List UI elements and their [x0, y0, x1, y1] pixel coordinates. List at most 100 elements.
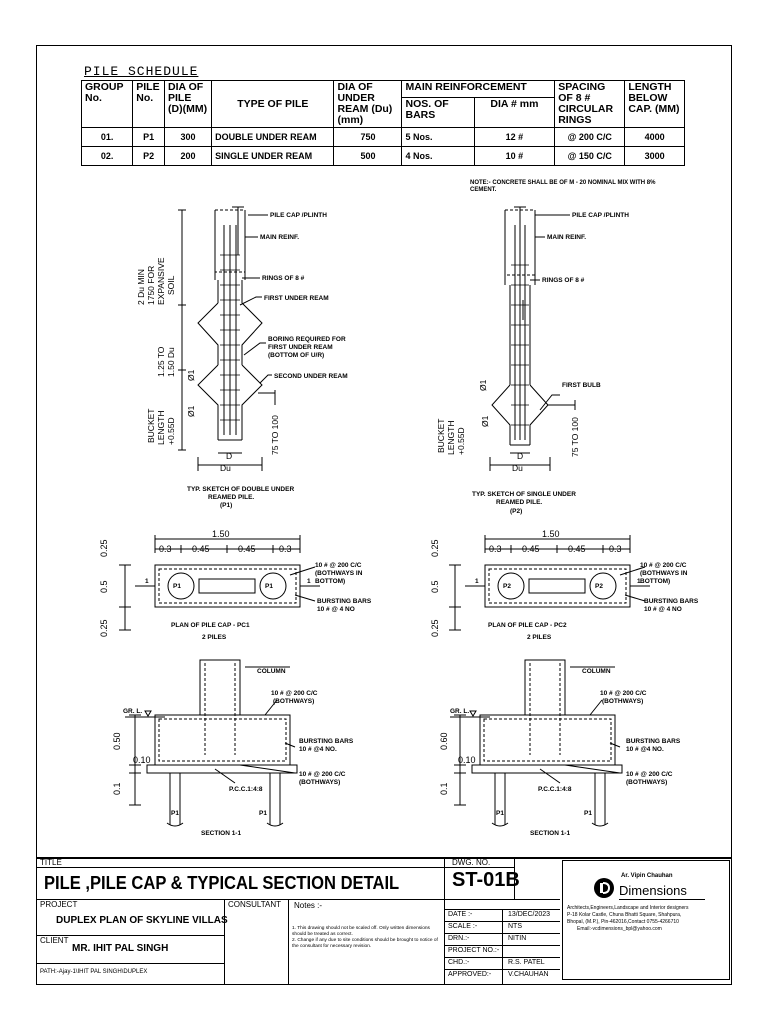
tb-client-label: CLIENT — [40, 936, 69, 945]
p2-label-pile-cap: PILE CAP /PLINTH — [572, 212, 629, 219]
drawing-title: PILE ,PILE CAP & TYPICAL SECTION DETAIL — [44, 873, 400, 893]
p1-dim-mid2: 1.50 Du — [166, 347, 176, 377]
pc1-rebar2: (BOTHWAYS IN — [315, 570, 363, 577]
pc2-dim-hbot: 0.25 — [430, 619, 440, 637]
pc1-dim-total: 1.50 — [212, 529, 230, 539]
cell-under: 750 — [333, 127, 403, 147]
tb-project-rule — [36, 899, 560, 900]
cell-type: SINGLE UNDER REAM — [211, 146, 335, 166]
s2-top1: 10 # @ 200 C/C — [600, 690, 647, 697]
p1-dim-top3: EXPANSIVE — [156, 257, 166, 305]
pile-schedule-table: GROUP No. PILE No. DIA OF PILE (D)(MM) T… — [80, 80, 685, 166]
cell-type: DOUBLE UNDER REAM — [211, 127, 335, 147]
p2-caption3: (P2) — [510, 508, 522, 515]
pc1-dim-htop: 0.25 — [99, 539, 109, 557]
cell-pile: P1 — [132, 127, 165, 147]
pc2-burst1: BURSTING BARS — [644, 598, 699, 605]
dimensions-logo-icon — [594, 878, 614, 898]
pc2-plan: 1.50 0.3 0.45 0.45 0.3 0.25 0.5 0.25 1 1… — [430, 529, 699, 641]
s1-bot2: (BOTHWAYS) — [299, 779, 340, 786]
s1-top2: (BOTHWAYS) — [273, 698, 314, 705]
p1-dim-top1: 2 Du MIN — [136, 269, 146, 305]
tb-notes-label: Notes :- — [294, 901, 323, 910]
cell-length: 3000 — [624, 146, 685, 166]
tb-project: DUPLEX PLAN OF SKYLINE VILLAS — [56, 915, 228, 926]
cell-length: 4000 — [624, 127, 685, 147]
tb-architect: Ar. Vipin Chauhan — [621, 873, 673, 879]
header-type: TYPE OF PILE — [211, 80, 335, 128]
p1-label-boring: BORING REQUIRED FOR — [268, 336, 346, 343]
p1-label-rings: RINGS OF 8 # — [262, 275, 305, 282]
s1-burst2: 10 # @4 NO. — [299, 746, 337, 753]
pc1-dim-w4: 0.3 — [279, 544, 292, 554]
drawing-sheet-border — [36, 45, 732, 985]
s1-h3: 0.1 — [112, 782, 122, 795]
tb-v3 — [224, 899, 225, 985]
p1-label-du: Du — [220, 463, 231, 473]
tb-title-rule — [36, 867, 444, 868]
cell-under: 500 — [333, 146, 403, 166]
p2-label-main-reinf: MAIN REINF. — [547, 234, 586, 241]
s1-pcc: P.C.C.1:4:8 — [229, 786, 263, 793]
p2-label-first-bulb: FIRST BULB — [562, 382, 601, 389]
tb-firm-line3: Bhopal, (M.P.), Pin-462016,Contact 0755-… — [567, 919, 679, 925]
cell-diamm: 12 # — [473, 127, 556, 147]
pc1-caption2: 2 PILES — [202, 634, 227, 641]
tb-title-label: TITLE — [40, 858, 62, 867]
s1-h1: 0.50 — [112, 732, 122, 750]
tb-dwg-rule — [444, 867, 514, 868]
s1-gl: GR. L. — [123, 708, 142, 715]
tb-appr: V.CHAUHAN — [508, 971, 549, 978]
s1-pile-left: P1 — [171, 810, 179, 817]
header-pile: PILE No. — [132, 80, 165, 128]
p2-phi1: Ø1 — [478, 379, 488, 391]
tb-scale: NTS — [508, 923, 522, 930]
s1-burst1: BURSTING BARS — [299, 738, 354, 745]
tb-project-label: PROJECT — [40, 900, 78, 909]
s1-column: COLUMN — [257, 668, 286, 675]
tb-client: MR. IHIT PAL SINGH — [72, 943, 169, 954]
pc2-dim-hmid: 0.5 — [430, 580, 440, 593]
firm-logo-box: Ar. Vipin Chauhan Dimensions Architects,… — [562, 860, 730, 980]
table-row: 02. P2 200 SINGLE UNDER REAM 500 4 Nos. … — [80, 146, 685, 166]
s2-pile-left: P1 — [496, 810, 504, 817]
cell-dia: 300 — [163, 127, 213, 147]
pc1-dim-hmid: 0.5 — [99, 580, 109, 593]
cell-diamm: 10 # — [473, 146, 556, 166]
p1-bucket3: +0.55D — [166, 417, 176, 445]
tb-note1: 1. This drawing should not be scaled off… — [292, 926, 430, 937]
tb-chd: R.S. PATEL — [508, 959, 545, 966]
s1-top1: 10 # @ 200 C/C — [271, 690, 318, 697]
s2-pcc: P.C.C.1:4:8 — [538, 786, 572, 793]
pc2-dim-w3: 0.45 — [568, 544, 586, 554]
pc1-burst2: 10 # @ 4 NO — [317, 606, 355, 613]
tb-appr-label: APPROVED:- — [448, 971, 492, 978]
tb-top-rule — [36, 857, 732, 859]
tb-firm: Dimensions — [619, 883, 687, 898]
section-1-pc1: COLUMN GR. L. 10 # @ 200 C/C (BOTHWAYS) … — [112, 659, 354, 837]
pc1-caption1: PLAN OF PILE CAP - PC1 — [171, 622, 250, 629]
tb-drn: NITIN — [508, 935, 527, 942]
tb-projno-label: PROJECT NO.:- — [448, 947, 500, 954]
pc2-dim-total: 1.50 — [542, 529, 560, 539]
s2-pile-right: P1 — [584, 810, 592, 817]
pc1-dim-w3: 0.45 — [238, 544, 256, 554]
pc2-sec-left: 1 — [475, 578, 479, 585]
s2-h2: 0.10 — [458, 755, 476, 765]
tb-dwg-label: DWG. NO. — [452, 858, 491, 867]
p1-caption2: REAMED PILE. — [208, 494, 254, 501]
p1-label-boring2: FIRST UNDER REAM — [268, 344, 333, 351]
pc2-rebar2: (BOTHWAYS IN — [640, 570, 688, 577]
p1-caption3: (P1) — [220, 502, 232, 509]
p1-label-first-ur: FIRST UNDER REAM — [264, 295, 329, 302]
header-group: GROUP No. — [80, 80, 134, 128]
cell-group: 01. — [80, 127, 134, 147]
p2-label-rings: RINGS OF 8 # — [542, 277, 585, 284]
header-under: DIA OF UNDER REAM (Du) (mm) — [333, 80, 403, 128]
p1-dim-mid1: 1.25 TO — [156, 346, 166, 377]
s2-gl: GR. L. — [450, 708, 469, 715]
s1-caption: SECTION 1-1 — [201, 830, 241, 837]
p1-phi1: Ø1 — [186, 369, 196, 381]
header-length: LENGTH BELOW CAP. (MM) — [624, 80, 685, 128]
p1-dim-top4: SOIL — [166, 275, 176, 295]
